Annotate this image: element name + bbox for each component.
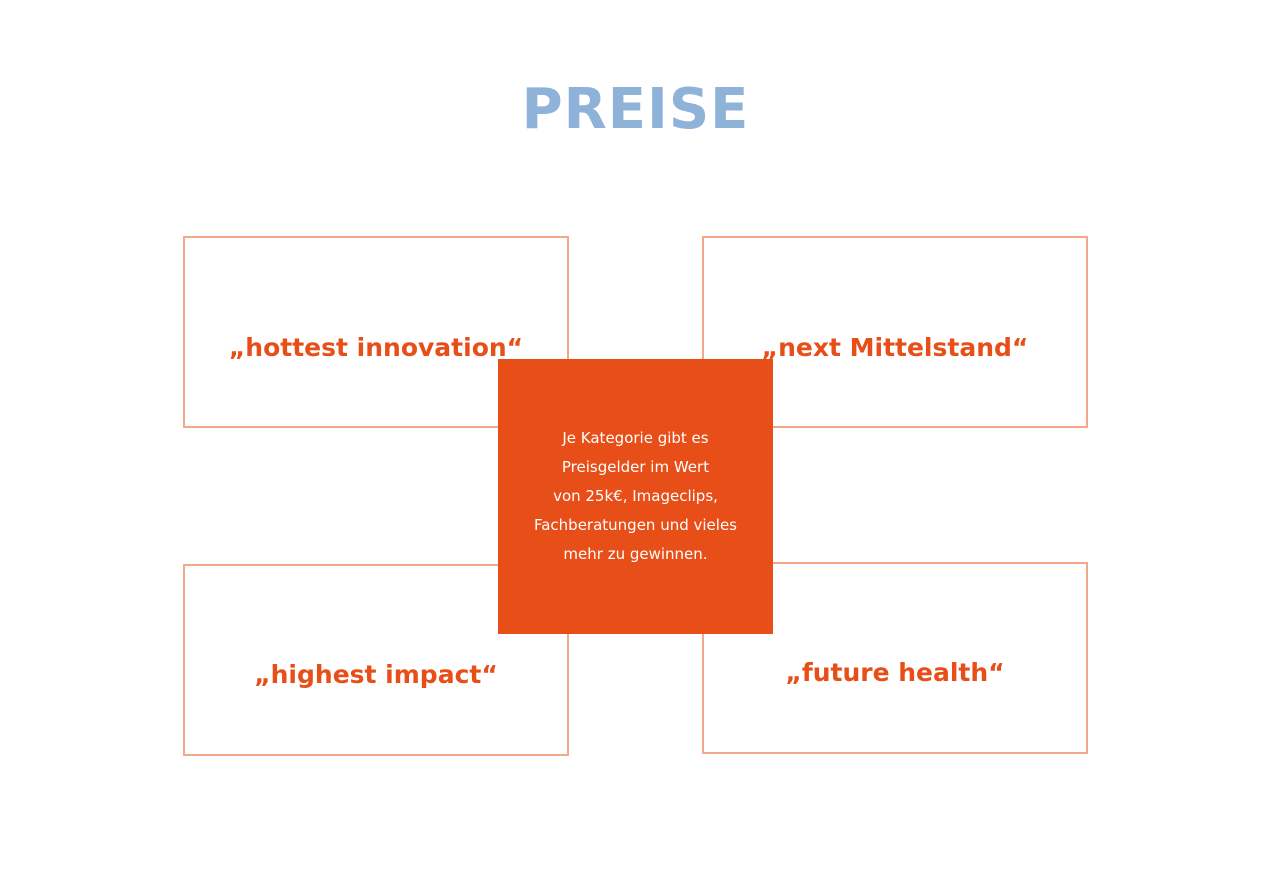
prize-info-box: Je Kategorie gibt es Preisgelder im Wert… bbox=[498, 359, 773, 634]
prize-info-line: mehr zu gewinnen. bbox=[563, 545, 708, 563]
prize-info-text: Je Kategorie gibt es Preisgelder im Wert… bbox=[534, 424, 737, 569]
category-label-hottest-innovation: „hottest innovation“ bbox=[228, 333, 524, 362]
prize-info-line: Je Kategorie gibt es bbox=[562, 429, 709, 447]
page-title: PREISE bbox=[521, 77, 750, 142]
category-label-next-mittelstand: „next Mittelstand“ bbox=[761, 333, 1029, 362]
prize-info-line: von 25k€, Imageclips, bbox=[553, 487, 718, 505]
prize-info-line: Fachberatungen und vieles bbox=[533, 516, 737, 534]
category-label-future-health: „future health“ bbox=[785, 658, 1005, 687]
category-label-highest-impact: „highest impact“ bbox=[254, 660, 498, 689]
prize-info-line: Preisgelder im Wert bbox=[561, 458, 710, 476]
